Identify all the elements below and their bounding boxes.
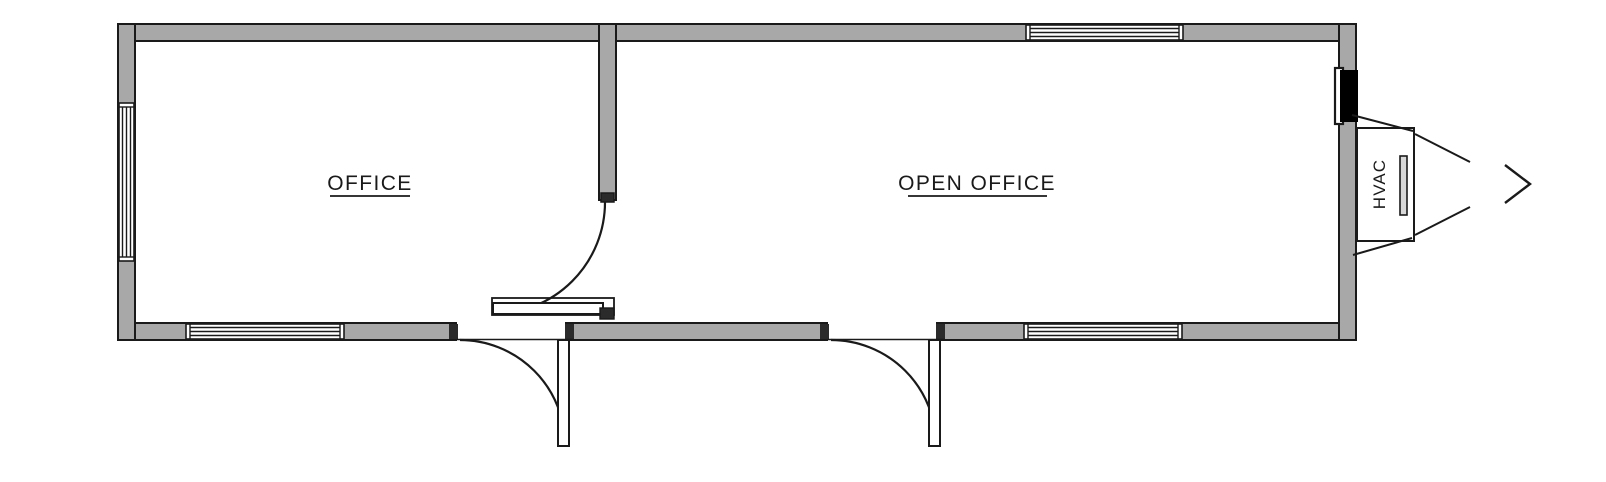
hvac-unit: HVAC [1356,127,1415,242]
door-right-wall-black [1333,66,1358,126]
door-interior-office [492,201,615,320]
room-label-group: OFFICE OPEN OFFICE [327,172,1056,197]
window-bottom-left [185,323,345,340]
annotation-group [1351,114,1532,256]
chevron-marker [1504,164,1532,204]
leader-line-hvac-top [1351,114,1414,132]
leader-line-hvac-upper-right [1414,133,1471,163]
leader-line-hvac-bottom [1352,237,1413,256]
window-bottom-right [1023,323,1183,340]
leader-line-hvac-lower-right [1414,206,1471,236]
hvac-grille [1399,155,1408,216]
door-group [459,66,1358,447]
door-jamb-left-a [449,324,458,339]
door-opening-right [828,322,936,341]
door-jamb-right-b [936,324,945,339]
door-jamb-right-a [820,324,829,339]
window-group [118,24,1184,340]
door-jamb-interior-top [600,192,615,203]
window-top-wall [1025,24,1184,41]
room-label-office: OFFICE [327,172,412,195]
door-exterior-left [459,338,570,447]
door-jamb-left-b [565,324,574,339]
hvac-label: HVAC [1370,159,1389,209]
wall-group [117,23,1357,341]
door-exterior-right [830,338,941,447]
window-left-wall [118,102,135,262]
wall-interior-partition [598,23,617,201]
door-opening-left [457,322,565,341]
room-label-open-office: OPEN OFFICE [898,172,1056,195]
